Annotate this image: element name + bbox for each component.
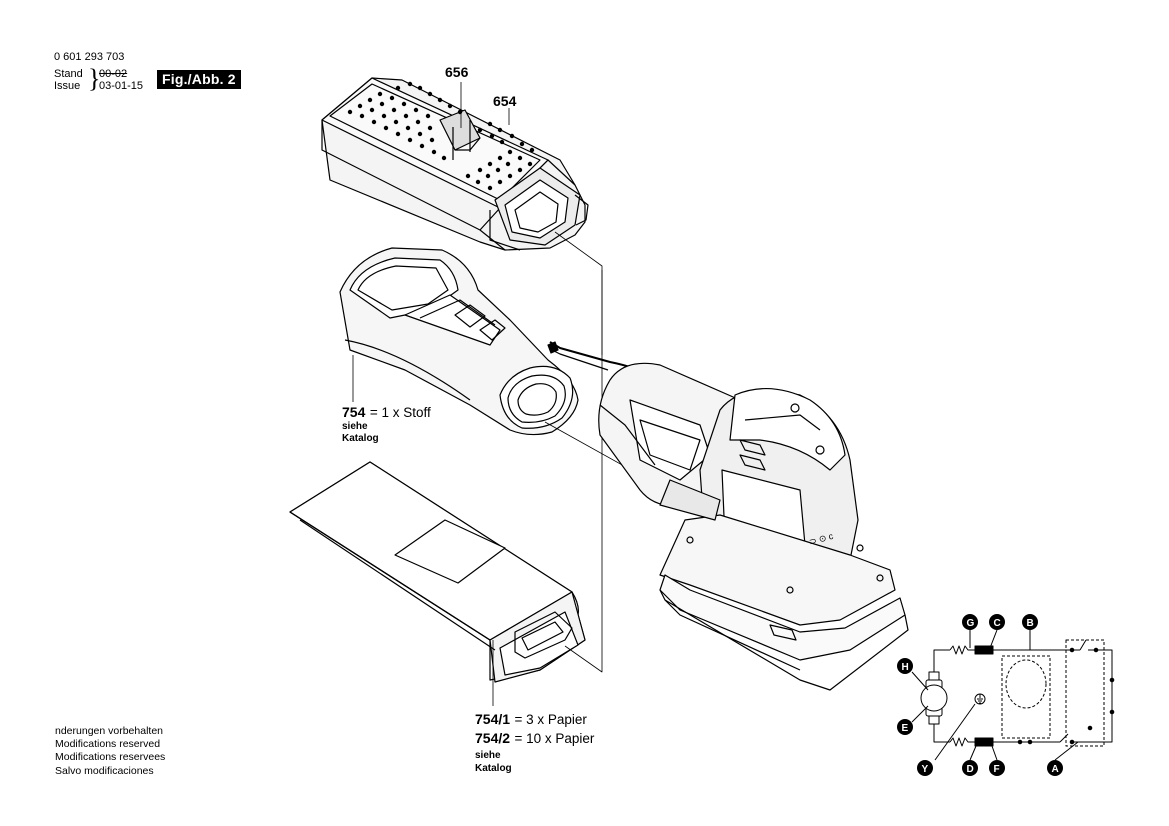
wiring-diagram: [911, 629, 1115, 761]
svg-text:E: E: [902, 723, 909, 734]
notice-line-1: nderungen vorbehalten: [55, 725, 164, 737]
callout-7541-desc: = 3 x Papier: [514, 712, 587, 727]
notice-line-3: Modifications reservees: [55, 751, 166, 763]
wiring-label-g: G: [962, 614, 978, 630]
callout-7541: 754/1: [475, 711, 511, 727]
dust-box-perforation: [347, 81, 535, 191]
wiring-label-h: H: [897, 658, 913, 674]
figure-label: Fig./Abb. 2: [157, 70, 241, 89]
svg-text:F: F: [994, 764, 1000, 775]
callout-656: 656: [445, 64, 469, 80]
wiring-label-d: D: [962, 760, 978, 776]
wiring-label-y: Y: [917, 760, 933, 776]
callout-754x-catalog: Katalog: [475, 763, 512, 774]
stand-label: Stand: [54, 68, 83, 80]
notice-line-2: Modifications reserved: [55, 738, 161, 750]
callout-7542: 754/2: [475, 730, 511, 746]
dust-box-illustration: [321, 77, 589, 251]
svg-text:G: G: [967, 618, 975, 629]
wiring-labels: G C B H E Y D F A: [897, 614, 1063, 776]
notice-line-4: Salvo modificaciones: [55, 765, 154, 777]
stand-value: 00-02: [99, 68, 128, 80]
issue-label: Issue: [54, 80, 81, 92]
wiring-label-e: E: [897, 719, 913, 735]
wiring-label-c: C: [989, 614, 1005, 630]
svg-text:H: H: [902, 662, 909, 673]
callout-754-see: siehe: [342, 421, 368, 432]
callout-754x-see: siehe: [475, 750, 501, 761]
callout-654: 654: [493, 93, 517, 109]
part-number: 0 601 293 703: [54, 51, 125, 63]
svg-text:D: D: [967, 764, 974, 775]
callout-754: 754: [342, 404, 366, 420]
wiring-label-f: F: [989, 760, 1005, 776]
cloth-bag-illustration: [339, 247, 579, 436]
svg-text:Y: Y: [922, 764, 929, 775]
wiring-label-b: B: [1022, 614, 1038, 630]
brace: }: [88, 64, 101, 93]
callout-754-desc: = 1 x Stoff: [369, 405, 431, 420]
callout-7542-block: 754/2 = 10 x Papier: [475, 730, 594, 748]
callout-754-catalog: Katalog: [342, 433, 379, 444]
wiring-label-a: A: [1047, 760, 1063, 776]
svg-text:B: B: [1027, 618, 1034, 629]
callout-754-block: 754 = 1 x Stoff: [342, 404, 431, 422]
callout-7541-block: 754/1 = 3 x Papier: [475, 711, 587, 729]
sander-illustration: [547, 341, 909, 691]
svg-text:A: A: [1052, 764, 1059, 775]
svg-text:C: C: [994, 618, 1001, 629]
paper-bag-illustration: [289, 461, 586, 683]
issue-value: 03-01-15: [99, 80, 144, 92]
callout-7542-desc: = 10 x Papier: [514, 731, 595, 746]
